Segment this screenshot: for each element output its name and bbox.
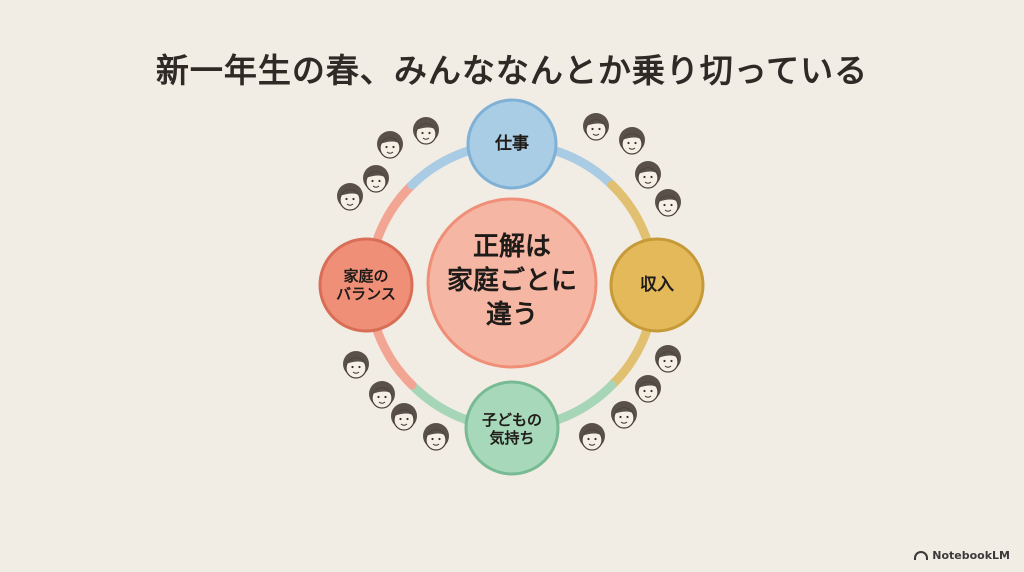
node-balance-line2: バランス [336, 285, 396, 303]
center-line2: 家庭ごとに [446, 266, 577, 297]
footer-brand: NotebookLM [914, 549, 1010, 562]
node-balance-line1: 家庭の [343, 267, 389, 285]
center-line1: 正解は [472, 232, 551, 263]
center-line3: 違う [485, 299, 538, 330]
people-cluster-top-right [582, 112, 682, 217]
node-income-label: 収入 [640, 274, 674, 295]
node-child-line1: 子どもの [481, 411, 542, 429]
node-child-line2: 気持ち [489, 429, 535, 447]
node-income-circle [609, 237, 705, 333]
node-child-label: 子どもの 気持ち [466, 402, 558, 456]
people-cluster-top-left [336, 116, 440, 211]
page-title: 新一年生の春、みんななんとか乗り切っている [155, 51, 869, 90]
footer-brand-text: NotebookLM [932, 549, 1010, 562]
node-work-label: 仕事 [495, 133, 529, 154]
node-balance-label: 家庭の バランス [320, 258, 412, 312]
node-balance-circle [318, 237, 414, 333]
center-label: 正解は 家庭ごとに 違う [432, 222, 592, 342]
node-child-circle [464, 380, 560, 476]
notebooklm-logo-icon [914, 551, 929, 560]
node-work-circle [466, 98, 558, 190]
center-circle [426, 197, 598, 369]
